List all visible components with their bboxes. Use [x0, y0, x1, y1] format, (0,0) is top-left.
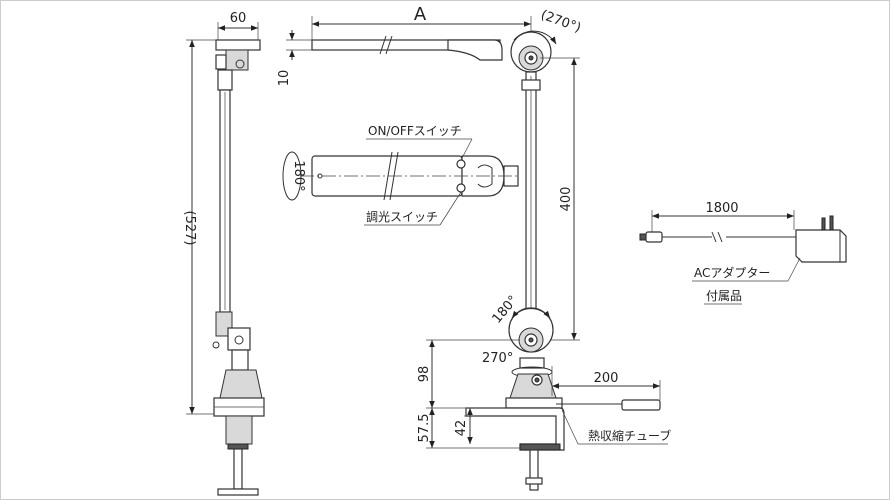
dim-42: 42	[454, 420, 469, 437]
dim-57-5: 57.5	[417, 414, 432, 443]
rot-180-head: 180°	[291, 160, 306, 191]
front-view: A 10 (270°) 400 180°	[277, 4, 671, 491]
head-top-view: 180° ON/OFFスイッチ 調光スイッチ	[282, 124, 520, 226]
rot-270-base: 270°	[482, 351, 513, 366]
dim-200: 200	[594, 371, 619, 386]
dim-a: A	[414, 4, 427, 25]
label-ac-adapter: ACアダプター	[694, 265, 770, 280]
dim-60: 60	[230, 11, 247, 26]
dim-527: (527)	[182, 211, 197, 246]
dim-400: 400	[559, 187, 574, 212]
dim-98: 98	[417, 366, 432, 383]
label-dimmer-switch: 調光スイッチ	[366, 210, 438, 224]
dim-1800: 1800	[705, 201, 738, 216]
ac-adapter-view: 1800 ACアダプター 付属品	[639, 201, 847, 305]
dim-10: 10	[277, 70, 292, 87]
label-included: 付属品	[706, 289, 742, 303]
rot-270-top: (270°)	[539, 8, 583, 36]
side-view: 60 (527)	[182, 11, 265, 496]
label-heat-shrink-tube: 熱収縮チューブ	[588, 428, 671, 443]
label-onoff-switch: ON/OFFスイッチ	[368, 124, 462, 138]
